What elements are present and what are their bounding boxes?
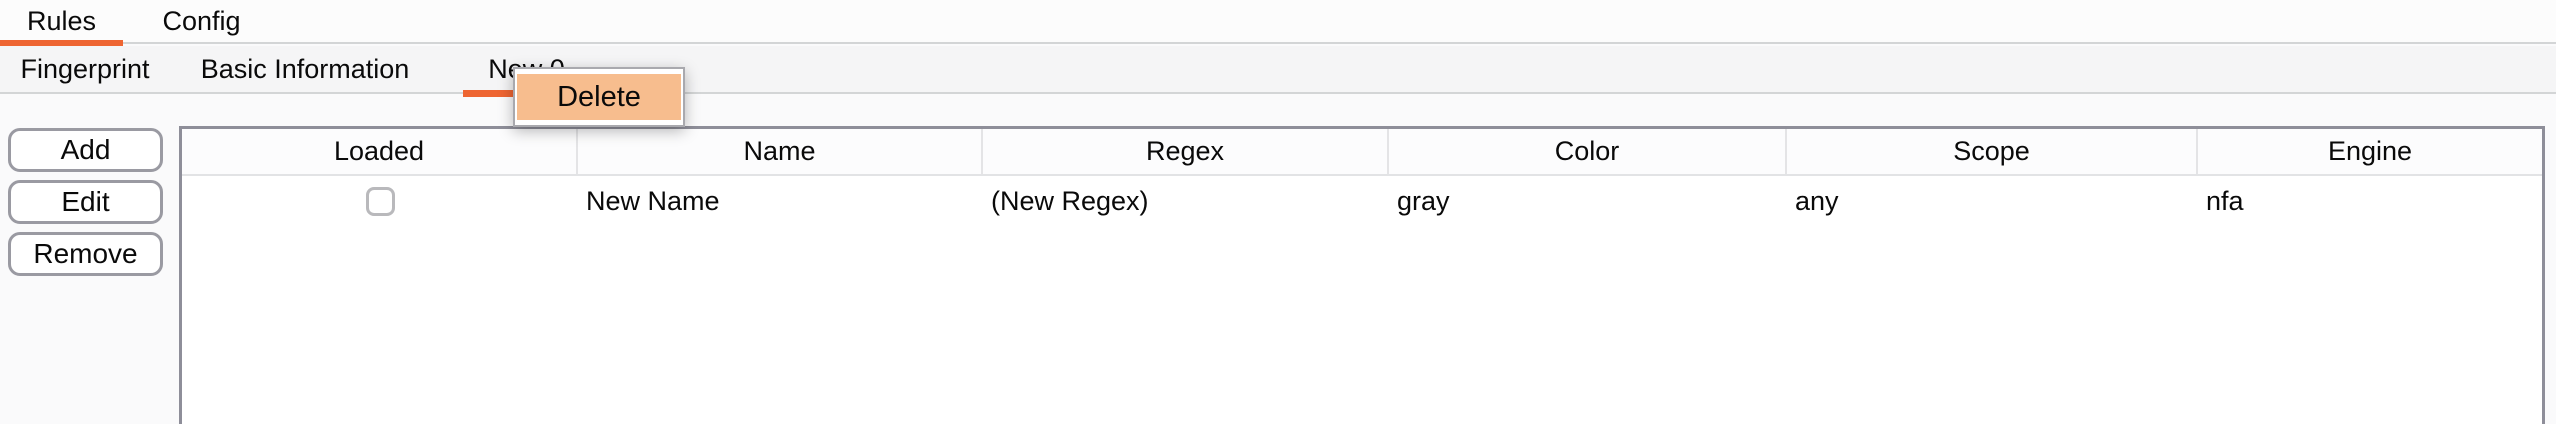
tab-rules[interactable]: Rules bbox=[0, 0, 123, 47]
tab-fingerprint[interactable]: Fingerprint bbox=[10, 46, 160, 92]
column-header-color[interactable]: Color bbox=[1389, 129, 1787, 174]
secondary-tab-bar: Fingerprint Basic Information New 0 bbox=[0, 46, 2556, 97]
cell-loaded bbox=[182, 176, 578, 226]
cell-name: New Name bbox=[586, 185, 720, 216]
delete-menu-item-label: Delete bbox=[557, 80, 641, 113]
cell-scope: any bbox=[1795, 185, 1839, 216]
loaded-checkbox[interactable] bbox=[365, 186, 395, 216]
rules-table: Loaded Name Regex Color Scope Engine New… bbox=[179, 126, 2545, 424]
table-row[interactable]: New Name (New Regex) gray any nfa bbox=[182, 176, 2542, 226]
cell-regex: (New Regex) bbox=[991, 185, 1149, 216]
tab-basic-information-label: Basic Information bbox=[200, 53, 410, 84]
column-header-regex[interactable]: Regex bbox=[983, 129, 1389, 174]
tab-basic-information[interactable]: Basic Information bbox=[180, 46, 430, 92]
tab-fingerprint-label: Fingerprint bbox=[20, 53, 150, 84]
table-header-row: Loaded Name Regex Color Scope Engine bbox=[182, 129, 2542, 176]
tab-config[interactable]: Config bbox=[123, 0, 280, 42]
column-header-name[interactable]: Name bbox=[578, 129, 983, 174]
edit-button[interactable]: Edit bbox=[8, 180, 163, 224]
context-menu-item-delete[interactable]: Delete bbox=[517, 74, 681, 120]
column-header-scope[interactable]: Scope bbox=[1787, 129, 2198, 174]
column-header-engine[interactable]: Engine bbox=[2327, 136, 2413, 166]
remove-button[interactable]: Remove bbox=[8, 232, 163, 276]
tab-rules-label: Rules bbox=[26, 5, 97, 36]
column-header-loaded[interactable]: Loaded bbox=[182, 129, 578, 174]
context-menu: Delete bbox=[513, 67, 685, 127]
cell-engine: nfa bbox=[2206, 185, 2244, 216]
add-button[interactable]: Add bbox=[8, 128, 163, 172]
tab-config-label: Config bbox=[162, 5, 241, 36]
cell-color: gray bbox=[1397, 185, 1450, 216]
primary-tab-bar: Rules Config bbox=[0, 0, 2556, 47]
